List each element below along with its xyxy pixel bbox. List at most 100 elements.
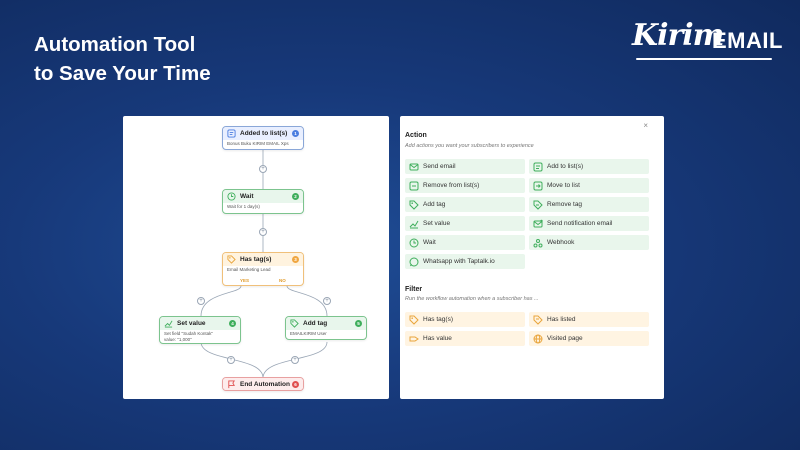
action-item-wait[interactable]: Wait xyxy=(405,235,525,250)
node-wait[interactable]: Wait 2 Wait for 1 day(s) xyxy=(222,189,304,214)
tag-add-icon xyxy=(290,319,299,328)
node-detail: Set field "Sudah Kontak" value: "1,000" xyxy=(160,330,240,343)
flag-icon xyxy=(227,379,236,389)
notification-email-icon xyxy=(533,219,543,229)
filter-section-title: Filter xyxy=(405,286,423,293)
action-section-title: Action xyxy=(405,132,427,139)
node-detail-line: value: "1,000" xyxy=(164,337,192,342)
filter-item-label: Has tag(s) xyxy=(423,316,453,323)
logo-email-text: EMAIL xyxy=(712,28,783,53)
filter-item-has-listed[interactable]: Has listed xyxy=(529,312,649,327)
envelope-icon xyxy=(409,162,419,172)
connector-3-4 xyxy=(200,285,242,317)
branch-no-label: NO xyxy=(279,278,286,283)
node-badge: 5 xyxy=(355,320,362,327)
set-value-icon xyxy=(409,219,419,229)
set-value-icon xyxy=(164,319,173,328)
webhook-icon xyxy=(533,238,543,248)
add-step-button[interactable]: + xyxy=(227,356,235,364)
node-detail: Wait for 1 day(s) xyxy=(227,204,260,209)
filter-item-label: Visited page xyxy=(547,335,583,342)
node-badge: 2 xyxy=(292,193,299,200)
add-step-button[interactable]: + xyxy=(291,356,299,364)
action-item-label: Move to list xyxy=(547,182,580,189)
globe-icon xyxy=(533,334,543,344)
logo-underline xyxy=(636,58,772,60)
action-item-label: Send email xyxy=(423,163,456,170)
node-add-tag[interactable]: Add tag 5 EMAILKIRIM User xyxy=(285,316,367,340)
action-item-remove-from-list-s[interactable]: Remove from list(s) xyxy=(405,178,525,193)
branch-yes-label: YES xyxy=(240,278,250,283)
node-title: Has tag(s) xyxy=(240,256,272,263)
action-item-add-tag[interactable]: Add tag xyxy=(405,197,525,212)
node-title: Added to list(s) xyxy=(240,130,288,137)
action-item-move-to-list[interactable]: Move to list xyxy=(529,178,649,193)
node-detail: EMAILKIRIM User xyxy=(290,331,327,336)
node-added-to-list[interactable]: Added to list(s) 1 Bonus Buku KIRIM EMAI… xyxy=(222,126,304,150)
workflow-canvas[interactable]: Added to list(s) 1 Bonus Buku KIRIM EMAI… xyxy=(123,116,389,399)
add-step-button[interactable]: + xyxy=(197,297,205,305)
action-item-label: Send notification email xyxy=(547,220,613,227)
close-icon[interactable]: × xyxy=(643,121,648,130)
action-item-label: Webhook xyxy=(547,239,575,246)
clock-icon xyxy=(409,238,419,248)
kirim-email-logo: Kirim EMAIL xyxy=(630,16,783,64)
add-step-button[interactable]: + xyxy=(259,228,267,236)
action-item-label: Remove from list(s) xyxy=(423,182,480,189)
action-item-remove-tag[interactable]: Remove tag xyxy=(529,197,649,212)
value-icon xyxy=(409,334,419,344)
action-item-send-email[interactable]: Send email xyxy=(405,159,525,174)
tag-remove-icon xyxy=(533,200,543,210)
node-badge: 1 xyxy=(292,130,299,137)
connector-3-5 xyxy=(286,285,328,317)
node-set-value[interactable]: Set value 4 Set field "Sudah Kontak" val… xyxy=(159,316,241,344)
filter-section-subtitle: Run the workflow automation when a subsc… xyxy=(405,296,539,302)
action-section-subtitle: Add actions you want your subscribers to… xyxy=(405,143,534,149)
list-move-icon xyxy=(533,181,543,191)
hero-title-line2: to Save Your Time xyxy=(34,62,211,85)
node-title: Add tag xyxy=(303,320,328,327)
node-title: Wait xyxy=(240,193,254,200)
tag-icon xyxy=(227,255,236,264)
filter-item-has-value[interactable]: Has value xyxy=(405,331,525,346)
filter-item-label: Has listed xyxy=(547,316,576,323)
list-icon xyxy=(533,315,543,325)
hero-title: Automation Tool to Save Your Time xyxy=(34,30,211,88)
action-panel: × Action Add actions you want your subsc… xyxy=(400,116,664,399)
action-item-label: Remove tag xyxy=(547,201,583,208)
logo-kirim-text: Kirim xyxy=(632,18,724,53)
node-title: End Automation xyxy=(240,380,290,388)
add-step-button[interactable]: + xyxy=(323,297,331,305)
clock-icon xyxy=(227,192,236,201)
node-end-automation[interactable]: End Automation 6 xyxy=(222,377,304,391)
node-badge: 6 xyxy=(292,380,299,388)
list-add-icon xyxy=(533,162,543,172)
filter-item-label: Has value xyxy=(423,335,452,342)
action-item-label: Whatsapp with Taptalk.io xyxy=(423,258,495,265)
node-detail-line: Set field "Sudah Kontak" xyxy=(164,331,213,336)
whatsapp-icon xyxy=(409,257,419,267)
list-add-icon xyxy=(227,129,236,138)
action-item-whatsapp-with-taptalk-io[interactable]: Whatsapp with Taptalk.io xyxy=(405,254,525,269)
node-badge: 3 xyxy=(292,256,299,263)
node-has-tag[interactable]: Has tag(s) 3 Email Marketing Lead xyxy=(222,252,304,286)
action-item-label: Wait xyxy=(423,239,436,246)
add-step-button[interactable]: + xyxy=(259,165,267,173)
node-title: Set value xyxy=(177,320,206,327)
list-remove-icon xyxy=(409,181,419,191)
action-item-webhook[interactable]: Webhook xyxy=(529,235,649,250)
node-detail: Email Marketing Lead xyxy=(227,267,271,272)
hero-title-line1: Automation Tool xyxy=(34,33,196,56)
tag-icon xyxy=(409,315,419,325)
action-item-label: Add tag xyxy=(423,201,446,208)
tag-add-icon xyxy=(409,200,419,210)
action-item-set-value[interactable]: Set value xyxy=(405,216,525,231)
action-item-add-to-list-s[interactable]: Add to list(s) xyxy=(529,159,649,174)
action-item-label: Set value xyxy=(423,220,451,227)
node-badge: 4 xyxy=(229,320,236,327)
filter-item-visited-page[interactable]: Visited page xyxy=(529,331,649,346)
node-detail: Bonus Buku KIRIM EMAIL Xps xyxy=(227,141,289,146)
action-item-label: Add to list(s) xyxy=(547,163,584,170)
action-item-send-notification-email[interactable]: Send notification email xyxy=(529,216,649,231)
filter-item-has-tag-s[interactable]: Has tag(s) xyxy=(405,312,525,327)
